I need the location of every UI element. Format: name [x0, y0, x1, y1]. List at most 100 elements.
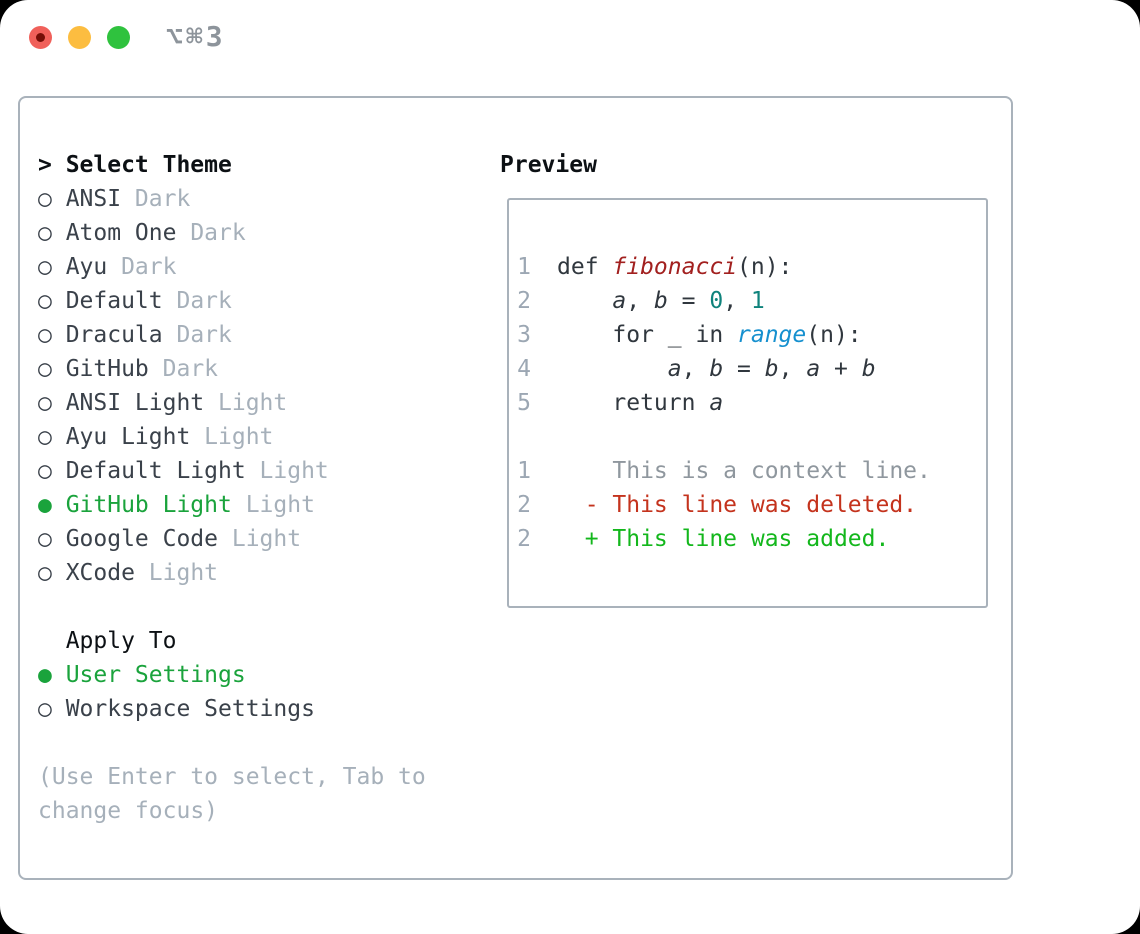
code-segment: b	[653, 288, 668, 314]
theme-name: Atom One	[65, 220, 177, 246]
code-segment: 0	[709, 288, 724, 314]
code-segment: ,	[626, 288, 654, 314]
maximize-button[interactable]	[107, 26, 130, 49]
code-text: This is a context line.	[557, 454, 931, 488]
code-segment: fibonacci	[612, 254, 738, 280]
code-segment: a	[709, 390, 724, 416]
radio-icon: ○	[38, 356, 52, 382]
radio-icon: ○	[38, 526, 52, 552]
radio-icon: ○	[38, 560, 52, 586]
radio-icon: ○	[38, 696, 52, 722]
line-number: 2	[517, 492, 531, 518]
code-segment: 1	[750, 288, 765, 314]
theme-option[interactable]: ○ Ayu Light Light	[38, 420, 426, 454]
theme-variant-tag: Light	[231, 526, 302, 552]
window-title: ⌥⌘3	[166, 20, 226, 53]
code-line	[509, 420, 986, 454]
code-line: 2 + This line was added.	[509, 522, 986, 556]
apply-to-header: Apply To	[38, 624, 426, 658]
code-line: 2 a, b = 0, 1	[509, 284, 986, 318]
code-segment: - This line was deleted.	[557, 492, 918, 518]
code-text: - This line was deleted.	[557, 488, 917, 522]
line-number: 4	[517, 356, 531, 382]
theme-variant-tag: Light	[204, 424, 274, 450]
code-segment: +	[820, 356, 862, 382]
theme-name: Dracula	[65, 322, 163, 348]
help-line: (Use Enter to select, Tab to	[38, 764, 426, 790]
line-number: 1	[517, 254, 531, 280]
line-number: 2	[517, 526, 531, 552]
theme-name: Ayu	[65, 254, 108, 280]
line-number: 1	[517, 458, 531, 484]
apply-option-name: Workspace Settings	[65, 696, 315, 722]
help-line: change focus)	[38, 798, 219, 824]
apply-option[interactable]: ● User Settings	[38, 658, 426, 692]
code-line: 5 return a	[509, 386, 986, 420]
theme-variant-tag: Dark	[121, 254, 177, 280]
theme-variant-tag: Light	[148, 560, 219, 586]
theme-option[interactable]: ○ Dracula Dark	[38, 318, 426, 352]
code-line: 4 a, b = b, a + b	[509, 352, 986, 386]
recording-dot-icon	[36, 33, 45, 42]
spacer	[38, 726, 426, 760]
theme-name: XCode	[65, 560, 135, 586]
apply-option-name: User Settings	[65, 662, 246, 688]
radio-selected-icon: ●	[38, 662, 52, 688]
line-number: 2	[517, 288, 531, 314]
code-segment: def	[557, 254, 613, 280]
code-segment	[557, 356, 668, 382]
code-segment: a	[612, 288, 627, 314]
radio-icon: ○	[38, 322, 52, 348]
line-number	[509, 420, 531, 454]
theme-name: Default	[65, 288, 163, 314]
code-segment: (n):	[806, 322, 862, 348]
theme-name: Ayu Light	[65, 424, 191, 450]
code-segment: ,	[778, 356, 807, 382]
theme-option[interactable]: ○ XCode Light	[38, 556, 426, 590]
theme-variant-tag: Light	[218, 390, 288, 416]
code-segment: ,	[723, 288, 751, 314]
code-text: return a	[557, 386, 723, 420]
theme-variant-tag: Dark	[176, 322, 232, 348]
theme-name: Default Light	[65, 458, 246, 484]
close-button[interactable]	[29, 26, 52, 49]
code-segment: This is a context line.	[557, 458, 931, 484]
code-text: a, b = 0, 1	[557, 284, 765, 318]
code-line: 2 - This line was deleted.	[509, 488, 986, 522]
line-number: 3	[517, 322, 531, 348]
radio-selected-icon: ●	[38, 492, 52, 518]
code-segment: for _ in	[557, 322, 738, 348]
code-segment: b	[709, 356, 724, 382]
spacer	[38, 590, 426, 624]
code-segment: b	[764, 356, 779, 382]
theme-variant-tag: Dark	[134, 186, 191, 212]
theme-variant-tag: Dark	[162, 356, 219, 382]
theme-variant-tag: Light	[245, 492, 315, 518]
select-theme-header[interactable]: >Select Theme	[38, 148, 426, 182]
radio-icon: ○	[38, 254, 52, 280]
theme-name: ANSI Light	[65, 390, 205, 416]
apply-option[interactable]: ○ Workspace Settings	[38, 692, 426, 726]
minimize-button[interactable]	[68, 26, 91, 49]
preview-header: Preview	[500, 152, 597, 178]
code-segment: a	[667, 356, 682, 382]
code-segment: ,	[681, 356, 710, 382]
theme-option[interactable]: ○ Ayu Dark	[38, 250, 426, 284]
code-text: for _ in range(n):	[557, 318, 862, 352]
help-text: change focus)	[38, 794, 426, 828]
radio-icon: ○	[38, 424, 52, 450]
theme-variant-tag: Light	[259, 458, 329, 484]
code-segment: =	[723, 356, 765, 382]
code-preview: 1 def fibonacci (n): 2 a, b = 0, 1 3 for _ i…	[509, 250, 986, 556]
help-text: (Use Enter to select, Tab to	[38, 760, 426, 794]
